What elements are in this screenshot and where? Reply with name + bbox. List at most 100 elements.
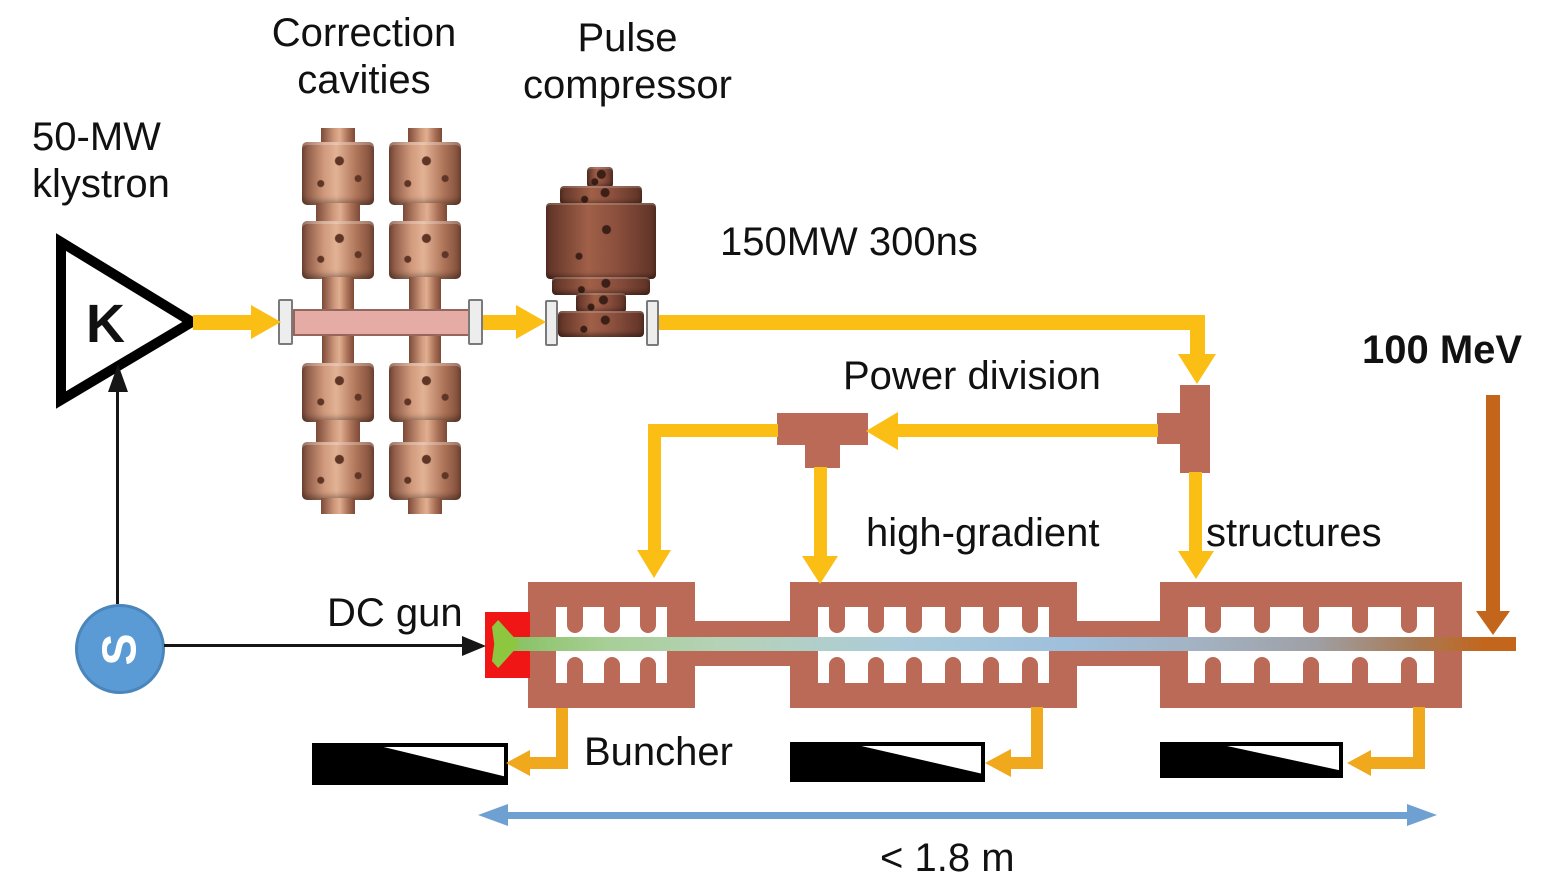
cavity-stack2-cell1 — [389, 142, 461, 205]
structures-label: structures — [1206, 511, 1382, 555]
cavity-iris-tooth — [944, 607, 961, 633]
compressor-knob — [587, 167, 613, 188]
cavity-stack1-cap-bottom — [321, 498, 355, 514]
rf-load-3-wedge — [1164, 746, 1339, 774]
compressor-cap — [560, 186, 642, 205]
rf-load-2-wedge — [794, 746, 981, 778]
cavity-iris-tooth — [867, 607, 884, 633]
cavity-iris-tooth — [640, 607, 657, 633]
power-tee-right-body — [1180, 385, 1210, 473]
rf-load-1 — [312, 743, 508, 785]
coupler1-horizontal-line — [528, 757, 568, 769]
coupler2-vertical-line — [1031, 707, 1043, 758]
coupler1-arrowhead — [506, 750, 530, 776]
feed2-vertical-line — [814, 467, 827, 556]
klystron-label: 50-MW klystron — [32, 114, 170, 208]
cavity-stack1-pipe-upper — [322, 277, 354, 310]
pulse-compressor-line2: compressor — [523, 63, 732, 108]
source-to-klystron-arrowhead — [108, 364, 128, 392]
rf-source-circle: S — [75, 604, 165, 694]
cavity-stack2-cell2 — [389, 221, 461, 279]
coupler2-horizontal-line — [1011, 757, 1043, 769]
main-rf-line-horizontal — [659, 315, 1205, 330]
source-to-gun-arrowhead — [462, 636, 486, 656]
power-tee-right-stub — [1157, 413, 1180, 444]
length-dimension-right-arrowhead — [1407, 804, 1437, 826]
electron-beam-line — [505, 637, 1516, 651]
compressor-waveguide-block — [558, 311, 644, 337]
cavity-iris-tooth — [829, 607, 846, 633]
compressor-body — [546, 203, 656, 279]
cavity-stack1-cell2 — [302, 221, 374, 279]
source-to-klystron-line — [116, 391, 119, 604]
feed1-vertical-line — [648, 424, 661, 550]
tee-to-tee-arrowhead — [866, 412, 898, 450]
waveguide-to-compressor-line — [483, 315, 516, 330]
rf-load-3 — [1160, 742, 1343, 778]
cavity-stack2-cell4 — [389, 442, 461, 500]
klystron-output-line — [193, 315, 251, 330]
correction-waveguide-bar — [293, 309, 470, 336]
compressor-input-arrowhead — [516, 305, 546, 339]
cavity-iris-tooth — [1253, 657, 1270, 683]
cavity-iris-tooth — [983, 657, 1000, 683]
high-gradient-label: high-gradient — [866, 511, 1100, 555]
cavity-iris-tooth — [1401, 657, 1418, 683]
cavity-iris-tooth — [566, 657, 583, 683]
cavity-iris-tooth — [1352, 657, 1369, 683]
pulse-compressor-label: Pulse compressor — [505, 15, 750, 109]
correction-cavities-line1: Correction — [271, 11, 457, 55]
cavity-stack1-neck2 — [316, 420, 360, 444]
coupler1-vertical-line — [556, 708, 568, 758]
coupler3-horizontal-line — [1371, 757, 1425, 769]
buncher-label: Buncher — [584, 730, 733, 774]
power-tee-left-body — [777, 413, 868, 445]
rf-source-symbol: S — [93, 632, 147, 666]
cavity-iris-tooth — [1303, 607, 1319, 633]
cavity-iris-tooth — [1021, 657, 1038, 683]
cavity-iris-tooth — [944, 657, 961, 683]
length-dimension-left-arrowhead — [478, 804, 508, 826]
source-to-gun-line — [164, 644, 464, 647]
cavity-iris-tooth — [1253, 607, 1270, 633]
cavity-stack2-neck2 — [403, 420, 447, 444]
waveguide-flange-right — [468, 299, 483, 345]
cavity-iris-tooth — [640, 657, 657, 683]
power-tee-left-stub — [805, 445, 840, 468]
power-division-label: Power division — [843, 354, 1101, 398]
cavity-iris-tooth — [1401, 607, 1418, 633]
rf-load-2 — [790, 742, 985, 782]
coupler2-arrowhead — [985, 749, 1011, 777]
main-rf-line-vertical — [1190, 315, 1205, 355]
length-dimension-line — [500, 812, 1415, 819]
cavity-iris-tooth — [603, 607, 620, 633]
cavity-stack2-cell3 — [389, 363, 461, 422]
energy-arrow-line — [1486, 395, 1500, 611]
klystron-triangle — [56, 233, 202, 409]
cavity-iris-tooth — [829, 657, 846, 683]
feed1-horizontal-line — [658, 424, 778, 437]
coupler3-arrowhead — [1347, 750, 1371, 776]
dc-gun-label: DC gun — [327, 591, 463, 635]
rf-load-1-wedge — [316, 747, 504, 781]
cavity-stack2-cap — [408, 128, 442, 144]
cavity-stack2-pipe-upper — [409, 277, 441, 310]
klystron-label-line2: klystron — [32, 162, 170, 207]
cavity-iris-tooth — [906, 607, 923, 633]
cavity-stack1-cell1 — [302, 142, 374, 205]
correction-cavities-line2: cavities — [297, 58, 431, 103]
feed2-arrowhead — [802, 556, 838, 584]
output-energy-label: 100 MeV — [1362, 328, 1523, 372]
feed3-vertical-line — [1189, 472, 1202, 551]
cavity-stack1-cell4 — [302, 442, 374, 500]
main-rf-down-arrowhead — [1178, 354, 1216, 384]
cavity-stack2-cap-bottom — [408, 498, 442, 514]
cavity-iris-tooth — [1352, 607, 1369, 633]
cavity-stack1-cap — [321, 128, 355, 144]
energy-arrowhead — [1476, 611, 1510, 635]
cavity-iris-tooth — [983, 607, 1000, 633]
cavity-iris-tooth — [906, 657, 923, 683]
klystron-output-arrowhead — [251, 305, 281, 339]
compressor-flange-left — [545, 300, 558, 346]
